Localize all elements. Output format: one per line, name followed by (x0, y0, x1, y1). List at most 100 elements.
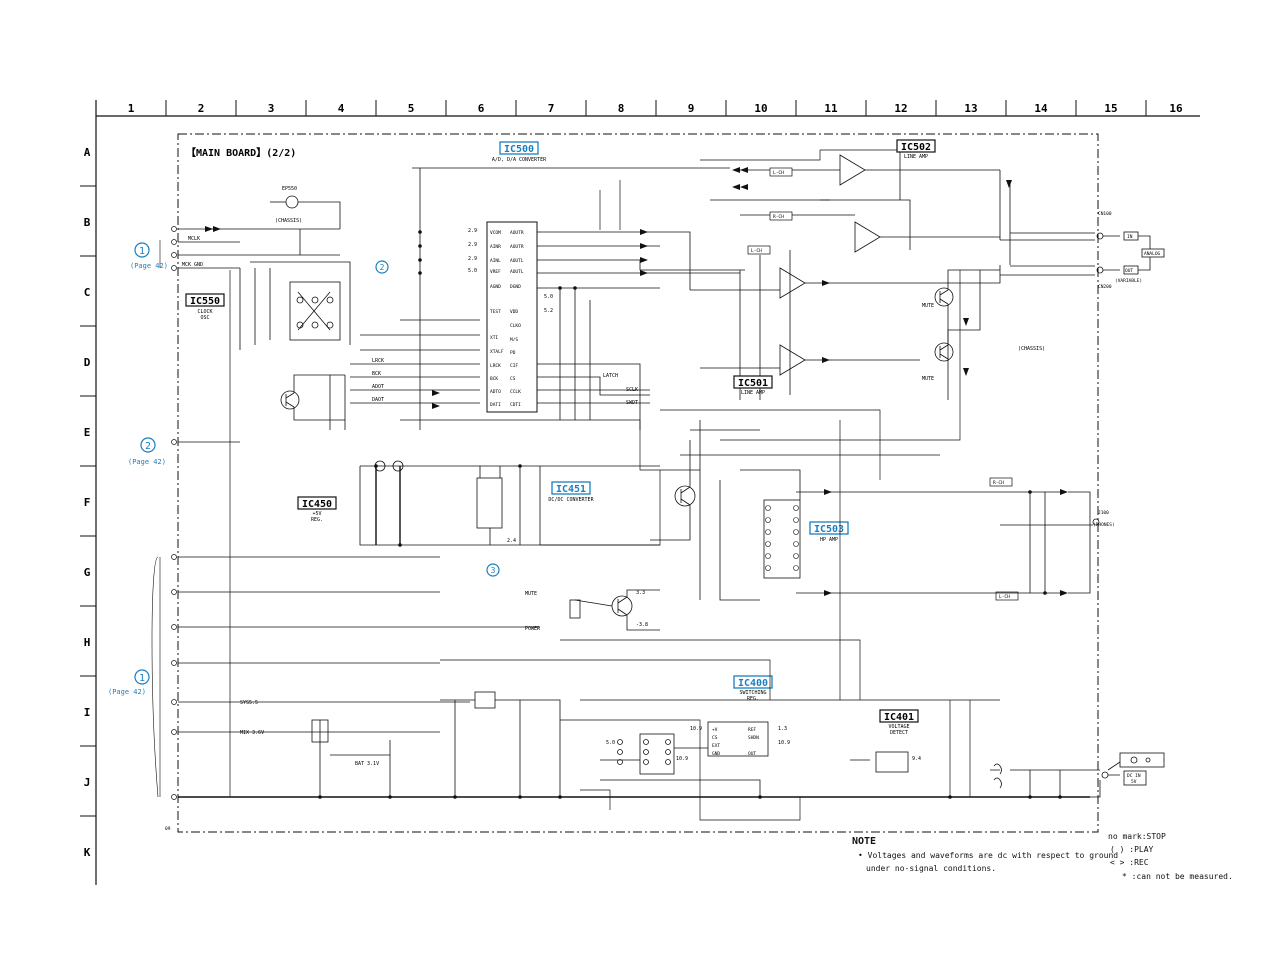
signal-sys5: SYS5.5 (240, 700, 258, 706)
ic550-box (185, 293, 225, 307)
board-title: 【MAIN BOARD】(2/2) (186, 146, 296, 159)
ic500-pin-r6: VDD (510, 309, 518, 315)
cn200-label: CN200 (1098, 284, 1112, 290)
ic500-pin-l12: DATI (490, 402, 501, 408)
ic401-desc2: DETECT (890, 730, 908, 736)
ic450-name: IC450 (302, 499, 332, 510)
ic500-pin-r4: AOUTL (510, 269, 524, 275)
ic400-chip (707, 721, 769, 757)
signal-arrows (205, 167, 1068, 596)
ic400-pin-ext: EXT (712, 743, 720, 749)
ic500-pin-r13: CDTI (510, 402, 521, 408)
col-16: 16 (1169, 102, 1183, 115)
sig-power: POWER (525, 626, 541, 632)
legend-play: ( ) :PLAY (1110, 845, 1154, 854)
dc-in-jack (990, 752, 1165, 798)
col-3: 3 (268, 102, 275, 115)
page-42-label-3: (Page 42) (108, 688, 146, 696)
row-c: C (84, 286, 91, 299)
signal-mclk: MCLK (188, 236, 200, 242)
dcin-volt: 5V (1131, 779, 1137, 785)
ic400-pin-v: +V (712, 727, 718, 733)
page-42-label: (Page 42) (130, 262, 168, 270)
junction-dots (318, 230, 1062, 799)
connector-pins (171, 226, 177, 800)
page-ref-1: 1 (Page 42) (130, 242, 168, 270)
row-d: D (84, 356, 91, 369)
ic502-amp (740, 149, 1011, 265)
ic500-pin-r2: AOUTR (510, 244, 524, 250)
left-connectors (151, 228, 1090, 798)
analog-label: ANALOG (1144, 251, 1161, 257)
v-q400-b: 10.9 (676, 756, 688, 762)
ic400-pin-shdn: SHDN (748, 735, 759, 741)
tp3-label: 3 (491, 566, 496, 575)
ic550-clock (239, 229, 351, 350)
tag-lch-2: L-CH (751, 248, 762, 254)
ic503-desc: HP AMP (820, 537, 838, 543)
col-2: 2 (198, 102, 205, 115)
v-q100-c: -3.8 (636, 622, 648, 628)
v-ic400-2: 1.3 (778, 726, 787, 732)
ic500-pin-l1: VCOM (490, 230, 501, 236)
ic500-pin-r1: AOUTR (510, 230, 524, 236)
col-13: 13 (964, 102, 977, 115)
variable-label: (VARIABLE) (1115, 278, 1142, 284)
j100-label: J100 (1098, 510, 1109, 516)
signal-mck-gnd: MCK GND (182, 262, 203, 268)
v-ainl: 2.9 (468, 256, 477, 262)
ic500-pin-l5: AGND (490, 284, 501, 290)
ic500-left-pins: VCOM AINR AINL VREF AGND TEST XTI XTALF … (490, 230, 504, 408)
v-ic401: 9.4 (912, 756, 921, 762)
ic401-box (879, 709, 919, 723)
footer-code: 09 (165, 826, 171, 832)
row-a: A (84, 146, 91, 159)
ic501-name: IC501 (738, 378, 768, 389)
ic501-desc: LINE AMP (741, 390, 765, 396)
ic500-pin-l3: AINL (490, 258, 501, 264)
sig-adot: ADOT (372, 384, 384, 390)
ic400-box (733, 675, 773, 689)
ic400-desc1: SWITCHING (739, 690, 766, 696)
row-i: I (84, 706, 91, 719)
col-9: 9 (688, 102, 695, 115)
ic401-desc1: VOLTAGE (888, 724, 909, 730)
page-ref-2: 2 (Page 42) (128, 437, 166, 466)
cn100-label: CN100 (1098, 211, 1112, 217)
row-k: K (84, 846, 91, 859)
row-g: G (84, 566, 91, 579)
test-point-3: 3 (486, 563, 500, 577)
out-label: OUT (1125, 268, 1133, 274)
signal-mix: MIX 3.6V (240, 730, 264, 736)
ic500-pin-l6: TEST (490, 309, 501, 315)
note-line-1: • Voltages and waveforms are dc with res… (858, 851, 1119, 860)
ic500-pin-l11: ADTO (490, 389, 501, 395)
in-label: IN (1127, 234, 1133, 240)
ic501-box (733, 375, 773, 389)
ic502-desc: LINE AMP (904, 154, 928, 160)
ic500-pin-r8: M/S (510, 337, 518, 343)
ic503-box (809, 521, 849, 535)
v-ic400-1: 10.9 (690, 726, 702, 732)
ic502-name: IC502 (901, 142, 931, 153)
ic500-pin-r7: CLKO (510, 323, 521, 329)
ic451-chip (476, 477, 503, 529)
circle-1-label: 1 (139, 246, 145, 257)
ep550-label: EP550 (282, 186, 297, 192)
sig-lrck: LRCK (372, 358, 384, 364)
col-6: 6 (478, 102, 485, 115)
power-bus (311, 691, 1000, 797)
chassis-label-1: (CHASSIS) (275, 218, 302, 224)
row-h: H (84, 636, 91, 649)
legend-rec: < > :REC (1110, 858, 1149, 867)
ic500-pin-l7: XTI (490, 335, 498, 341)
legend-stop: no mark:STOP (1108, 832, 1166, 841)
ic451-desc: DC/DC CONVERTER (548, 497, 594, 503)
ic400-name: IC400 (738, 678, 768, 689)
ic500-pin-r9: PD (510, 350, 516, 356)
q101-transistor (650, 440, 696, 541)
row-e: E (84, 426, 91, 439)
col-4: 4 (338, 102, 345, 115)
signal-bat: BAT 3.1V (355, 761, 379, 767)
